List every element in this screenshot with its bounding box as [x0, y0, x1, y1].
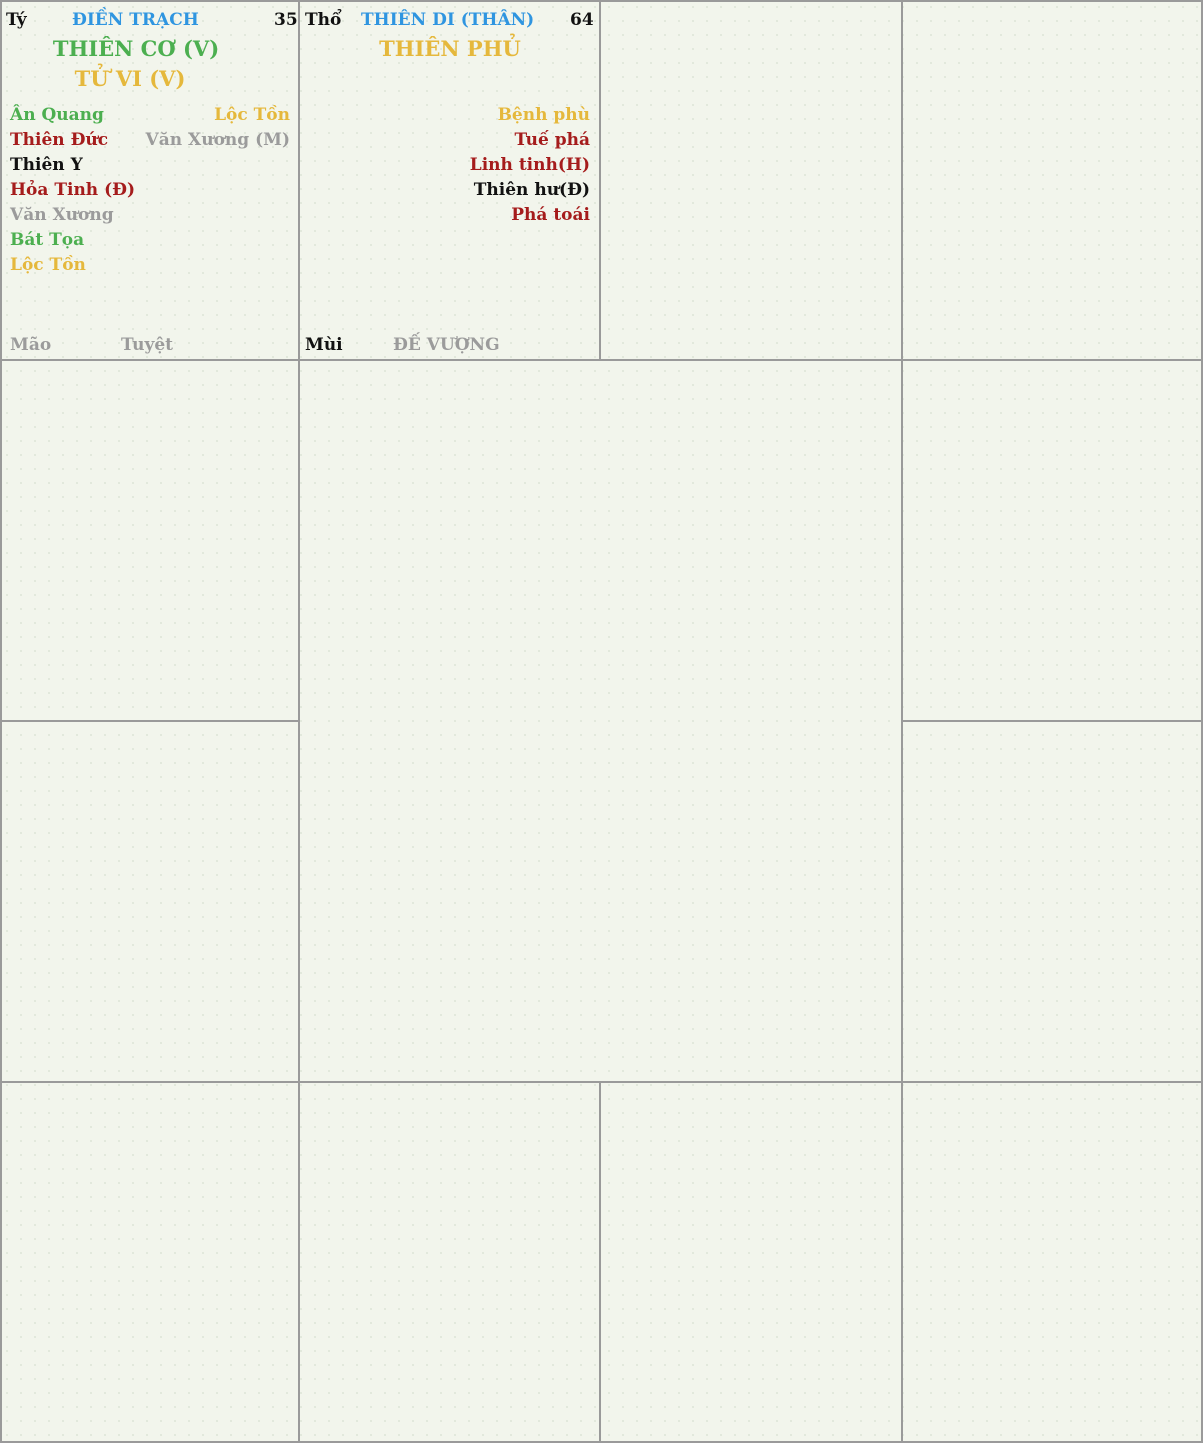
footer-state: Tuyệt: [121, 335, 173, 355]
palace-name: THIÊN DI (THÂN): [361, 10, 535, 30]
footer-branch: Mùi: [305, 335, 343, 355]
palace-cell-empty[interactable]: [599, 1081, 903, 1443]
center-panel: [298, 359, 903, 1083]
palace-cell-empty[interactable]: [901, 1081, 1203, 1443]
minor-star: Lộc Tồn: [10, 255, 86, 275]
footer-branch: Mão: [10, 335, 52, 355]
palace-branch: Thổ: [305, 10, 342, 30]
minor-star: Văn Xương: [10, 205, 114, 225]
palace-cell-tho[interactable]: Thổ THIÊN DI (THÂN) 64 THIÊN PHỦ Bệnh ph…: [298, 0, 601, 361]
palace-age: 35: [274, 10, 298, 30]
minor-star: Phá toái: [511, 205, 590, 225]
palace-cell-empty[interactable]: [901, 0, 1203, 361]
main-star: THIÊN CƠ (V): [52, 36, 220, 61]
minor-star: Bệnh phù: [497, 105, 590, 125]
minor-star: Lộc Tồn: [214, 105, 290, 125]
minor-star: Thiên hư(Đ): [473, 180, 590, 200]
minor-star: Văn Xương (M): [145, 130, 290, 150]
minor-star: Thiên Đức: [10, 130, 109, 150]
palace-branch: Tý: [6, 10, 27, 30]
palace-cell-empty[interactable]: [901, 359, 1203, 722]
palace-name: ĐIỀN TRẠCH: [72, 10, 199, 30]
palace-cell-empty[interactable]: [0, 359, 300, 722]
palace-cell-empty[interactable]: [599, 0, 903, 361]
minor-star: Linh tinh(H): [469, 155, 590, 175]
palace-cell-empty[interactable]: [901, 720, 1203, 1083]
main-star: THIÊN PHỦ: [379, 36, 521, 61]
palace-age: 64: [570, 10, 594, 30]
minor-star: Tuế phá: [514, 130, 590, 150]
footer-state: ĐẾ VƯỢNG: [393, 335, 500, 355]
minor-star: Ân Quang: [10, 105, 104, 125]
main-star: TỬ VI (V): [74, 66, 186, 91]
palace-cell-empty[interactable]: [298, 1081, 601, 1443]
palace-cell-empty[interactable]: [0, 1081, 300, 1443]
minor-star: Hỏa Tinh (Đ): [10, 180, 136, 200]
palace-cell-empty[interactable]: [0, 720, 300, 1083]
palace-cell-ty[interactable]: Tý ĐIỀN TRẠCH 35 THIÊN CƠ (V) TỬ VI (V) …: [0, 0, 300, 361]
minor-star: Bát Tọa: [10, 230, 85, 250]
minor-star: Thiên Y: [10, 155, 83, 175]
